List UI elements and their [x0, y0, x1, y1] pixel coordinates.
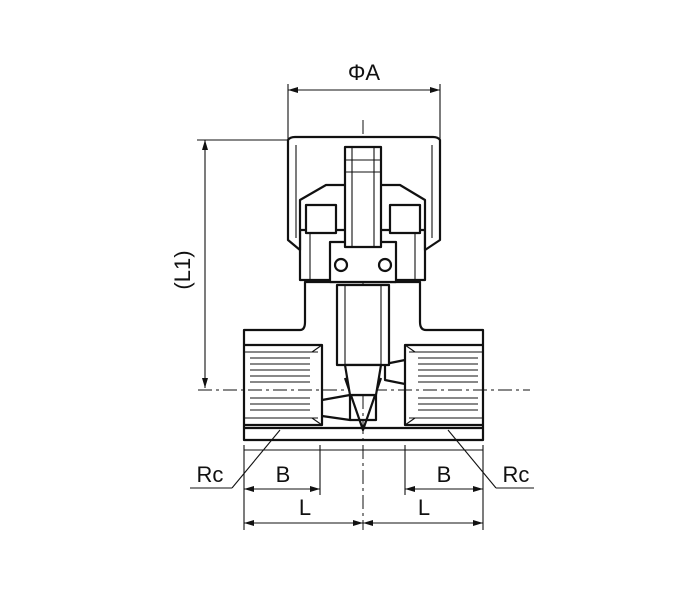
- rc-left-label: Rc: [197, 462, 224, 487]
- l-left-label: L: [299, 495, 311, 520]
- l1-label: (L1): [170, 250, 195, 289]
- bonnet: [298, 228, 427, 397]
- dimension-bottom: [190, 429, 534, 530]
- phi-a-label: ΦA: [348, 60, 381, 85]
- l-right-label: L: [418, 495, 430, 520]
- dimension-phi-a: [287, 84, 441, 140]
- rc-right-label: Rc: [503, 462, 530, 487]
- dimension-l1: [197, 139, 290, 388]
- b-left-label: B: [276, 462, 291, 487]
- handle: [286, 135, 442, 252]
- b-right-label: B: [437, 462, 452, 487]
